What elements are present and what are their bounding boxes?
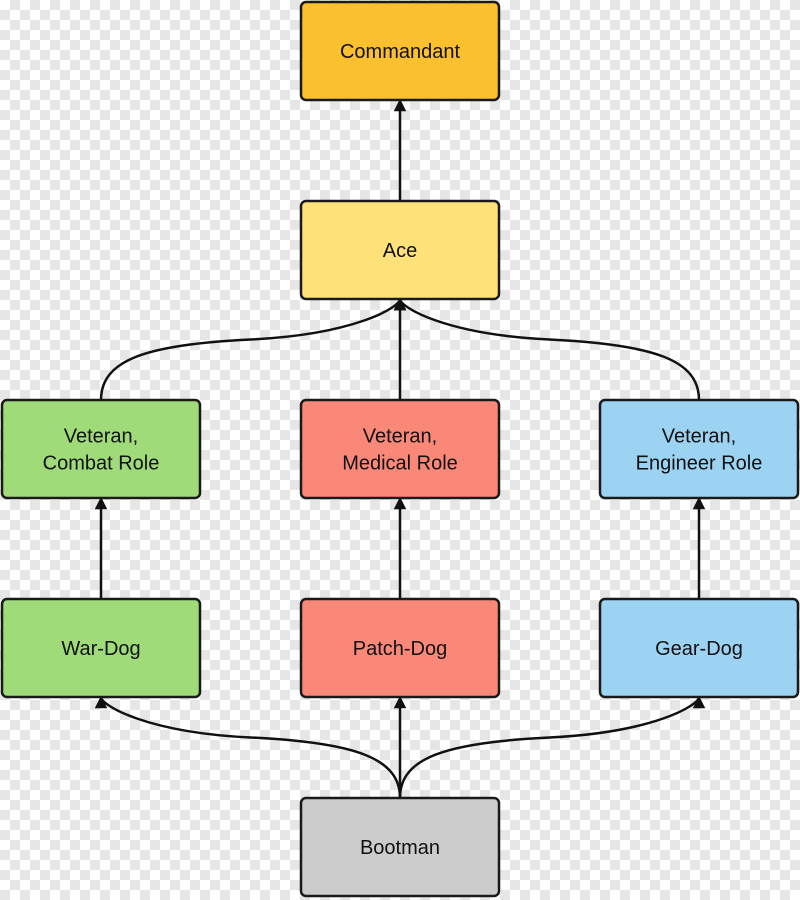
node-veteran-combat: Veteran, Combat Role — [0, 398, 202, 500]
node-ace-label-line-1: Ace — [383, 240, 417, 262]
node-veteran-engineer-label-line-2: Engineer Role — [636, 453, 763, 475]
node-commandant-box — [299, 0, 501, 102]
node-gear-dog-box — [598, 597, 800, 699]
node-bootman-label-line-1: Bootman — [360, 837, 440, 859]
node-veteran-combat-box — [0, 398, 202, 500]
node-patch-dog: Patch-Dog — [299, 597, 501, 699]
node-war-dog: War-Dog — [0, 597, 202, 699]
node-patch-dog-label-line-1: Patch-Dog — [353, 638, 448, 660]
edge-veteran-engineer-to-ace — [393, 297, 701, 401]
edge-bootman-to-gear-dog — [398, 695, 706, 799]
node-gear-dog-label-line-1: Gear-Dog — [655, 638, 743, 660]
edges-layer — [94, 98, 706, 799]
node-patch-dog-box — [299, 597, 501, 699]
node-veteran-engineer-label-line-1: Veteran, — [662, 426, 737, 448]
node-veteran-medical: Veteran, Medical Role — [299, 398, 501, 500]
node-veteran-combat-label-line-1: Veteran, — [64, 426, 139, 448]
edge-bootman-to-war-dog — [94, 695, 402, 799]
node-veteran-engineer: Veteran, Engineer Role — [598, 398, 800, 500]
node-ace-box — [299, 199, 501, 301]
node-bootman-box — [299, 796, 501, 898]
node-veteran-engineer-box — [598, 398, 800, 500]
node-war-dog-box — [0, 597, 202, 699]
node-bootman: Bootman — [299, 796, 501, 898]
node-veteran-combat-label-line-2: Combat Role — [43, 453, 160, 475]
node-ace: Ace — [299, 199, 501, 301]
edge-veteran-combat-to-ace — [99, 297, 407, 401]
node-veteran-medical-label-line-2: Medical Role — [342, 453, 458, 475]
node-gear-dog: Gear-Dog — [598, 597, 800, 699]
node-commandant-label-line-1: Commandant — [340, 41, 461, 63]
node-commandant: Commandant — [299, 0, 501, 102]
node-veteran-medical-label-line-1: Veteran, — [363, 426, 438, 448]
node-veteran-medical-box — [299, 398, 501, 500]
node-war-dog-label-line-1: War-Dog — [61, 638, 140, 660]
